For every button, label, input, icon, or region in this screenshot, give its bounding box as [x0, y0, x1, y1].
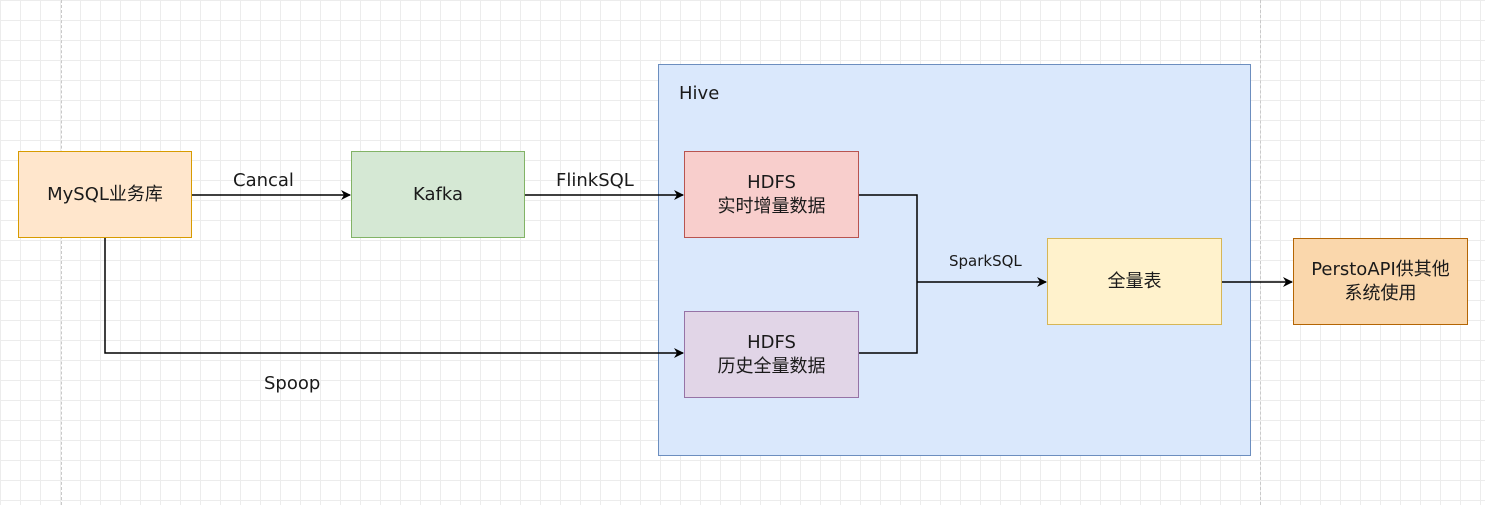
- edge-label-spoop: Spoop: [264, 373, 321, 394]
- presto-line2: 系统使用: [1344, 282, 1417, 304]
- hdfs-history-line1: HDFS: [747, 331, 796, 353]
- hdfs-realtime-node[interactable]: HDFS 实时增量数据: [684, 151, 859, 238]
- edge-mysql-hdfs-history: [104, 238, 684, 358]
- full-table-label: 全量表: [1107, 270, 1162, 292]
- edge-label-sparksql: SparkSQL: [949, 252, 1022, 270]
- hdfs-realtime-line1: HDFS: [747, 171, 796, 193]
- mysql-node[interactable]: MySQL业务库: [18, 151, 192, 238]
- page-guide-right: [1260, 0, 1261, 505]
- presto-node[interactable]: PerstoAPI供其他 系统使用: [1293, 238, 1468, 325]
- hdfs-history-node[interactable]: HDFS 历史全量数据: [684, 311, 859, 398]
- hive-label: Hive: [679, 83, 720, 104]
- kafka-node[interactable]: Kafka: [351, 151, 525, 238]
- presto-line1: PerstoAPI供其他: [1311, 258, 1450, 280]
- full-table-node[interactable]: 全量表: [1047, 238, 1222, 325]
- edge-label-flinksql: FlinkSQL: [556, 170, 634, 191]
- page-guide-left: [61, 0, 62, 505]
- mysql-label: MySQL业务库: [47, 183, 163, 205]
- kafka-label: Kafka: [413, 183, 463, 205]
- hdfs-history-line2: 历史全量数据: [717, 355, 826, 377]
- hdfs-realtime-line2: 实时增量数据: [717, 195, 826, 217]
- edge-label-cancal: Cancal: [233, 170, 294, 191]
